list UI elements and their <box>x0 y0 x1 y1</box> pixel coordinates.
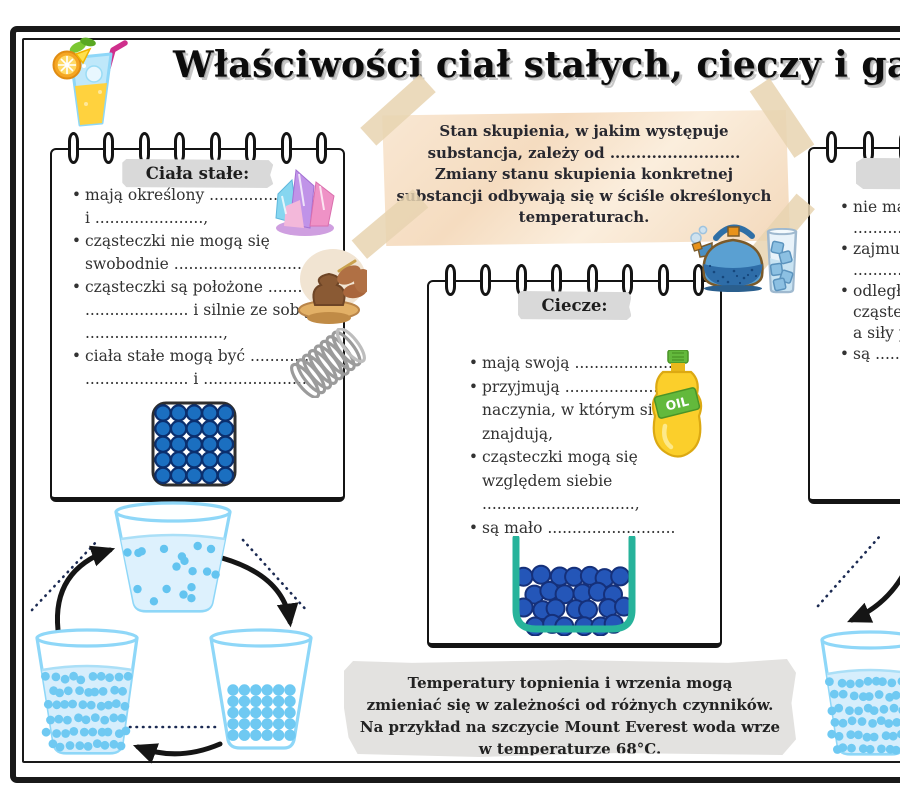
gases-bullet-list: •nie ma .......... •zajmu .......... •od… <box>839 198 900 363</box>
page-title: Właściwości ciał stałych, cieczy i gaz <box>173 44 900 86</box>
note-line: Stan skupienia, w jakim występuje <box>439 122 729 140</box>
note-line: substancja, zależy od ..................… <box>427 143 741 162</box>
solid-cup <box>209 628 313 750</box>
spiral-binding <box>68 132 327 164</box>
glass-with-ice-icon <box>766 228 798 294</box>
oil-bottle-icon: OIL <box>651 350 703 458</box>
note-line: temperaturach. <box>518 208 650 226</box>
gas-cycle-diagram-partial <box>816 534 900 756</box>
solid-particles-diagram <box>151 401 237 487</box>
crystal-cluster-icon <box>275 168 335 236</box>
clay-pottery-hands-icon <box>298 249 367 324</box>
liquids-header: Ciecze: <box>541 296 608 315</box>
spiral-binding <box>445 264 704 296</box>
note-line: zmieniać się w zależności od różnych czy… <box>366 696 774 714</box>
poster-outer-frame <box>10 26 900 783</box>
liquid-particles-diagram <box>512 536 636 636</box>
liquids-bullet-list: •mają swoją ....................., •przy… <box>468 354 683 537</box>
note-line: Zmiany stanu skupienia konkretnej <box>434 165 734 183</box>
cycle-arrow <box>847 575 900 623</box>
note-line: Temperatury topnienia i wrzenia mogą <box>407 674 733 692</box>
oil-label: OIL <box>664 393 690 413</box>
note-line: Na przykład na szczycie Mount Everest wo… <box>359 718 781 736</box>
solids-header-tape: Ciała stałe: <box>121 159 274 188</box>
liquid-cup <box>820 630 900 756</box>
liquid-cup <box>35 628 139 755</box>
state-change-cycle-diagram <box>30 501 313 764</box>
temperature-note: Temperatury topnienia i wrzenia mogą zmi… <box>344 659 796 757</box>
poster-inner-frame <box>22 38 900 763</box>
gases-header-tape <box>856 158 900 190</box>
boiling-kettle-icon <box>690 224 764 292</box>
dotted-label-line <box>816 534 882 608</box>
gas-cup <box>114 501 232 613</box>
solids-notepad: Ciała stałe: •mają określony ...........… <box>50 132 345 502</box>
metal-spring-icon <box>290 328 366 398</box>
liquids-notepad: Ciecze: •mają swoją ....................… <box>427 264 722 648</box>
note-line: substancji odbywają się w ściśle określo… <box>396 186 772 205</box>
gases-notepad: •nie ma .......... •zajmu .......... •od… <box>808 131 900 504</box>
cycle-arrows <box>54 545 299 764</box>
lemonade-glass-icon <box>52 37 128 127</box>
state-of-matter-note: Stan skupienia, w jakim występuje substa… <box>382 110 790 246</box>
note-line: w temperaturze 68°C. <box>478 740 662 758</box>
solids-header: Ciała stałe: <box>145 164 250 183</box>
liquids-header-tape: Ciecze: <box>517 291 632 320</box>
dotted-label-lines <box>30 538 310 729</box>
solids-bullet-list: •mają określony ................... i ..… <box>71 186 315 388</box>
